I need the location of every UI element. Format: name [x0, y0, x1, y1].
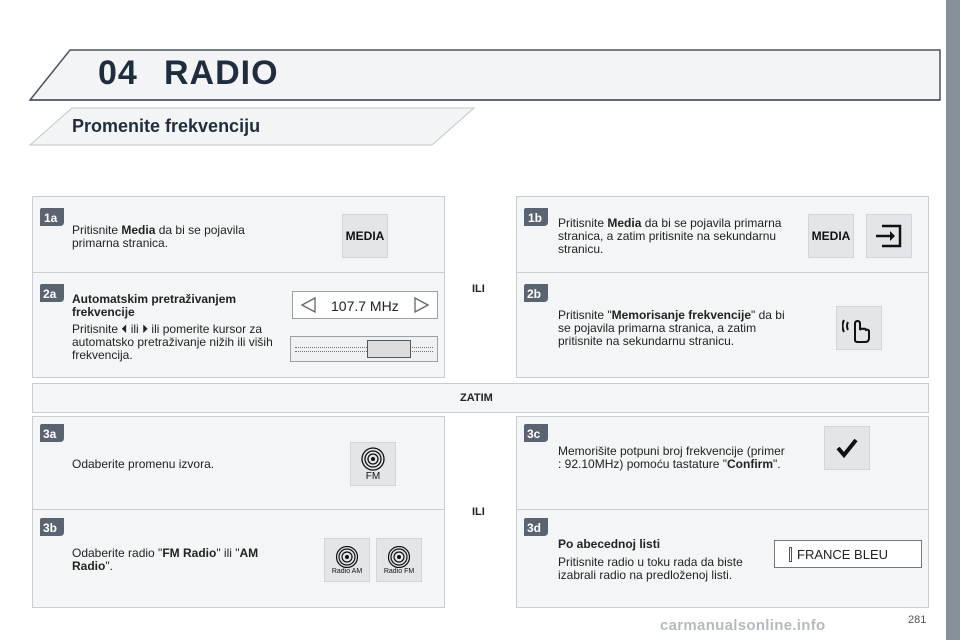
- step-badge-1a: 1a: [38, 206, 66, 228]
- radio-fm-button[interactable]: Radio FM: [376, 538, 422, 582]
- confirm-button[interactable]: [824, 426, 870, 470]
- ili-label-bottom: ILI: [472, 506, 485, 518]
- watermark: carmanualsonline.info: [660, 617, 826, 634]
- station-marker-icon: [789, 547, 792, 562]
- step-badge-1b-label: 1b: [528, 211, 542, 225]
- step-3c-text: Memorišite potpuni broj frekvencije (pri…: [558, 444, 785, 471]
- page-number: 281: [908, 614, 927, 626]
- source-fm-button[interactable]: FM: [350, 442, 396, 486]
- step-badge-1a-label: 1a: [44, 211, 58, 225]
- chapter-number: 04: [98, 54, 138, 92]
- fm-icon-label: FM: [365, 470, 381, 482]
- chapter-header: 04 RADIO: [30, 46, 940, 102]
- step-2a-text: Pritisnite ⏴ ili ⏵ ili pomerite kursor z…: [72, 322, 273, 362]
- frequency-display: 107.7 MHz: [292, 291, 438, 319]
- chapter-title: RADIO: [164, 54, 279, 92]
- slider-cursor[interactable]: [367, 340, 411, 358]
- seek-up-icon[interactable]: [411, 296, 431, 314]
- zatim-label: ZATIM: [460, 392, 493, 404]
- step-badge-3d-label: 3d: [527, 521, 541, 535]
- panel-divider: [516, 272, 929, 273]
- media-button[interactable]: MEDIA: [342, 214, 388, 258]
- slider-track: [295, 347, 433, 352]
- station-name: FRANCE BLEU: [797, 547, 889, 562]
- step-1b-text: Pritisnite Media da bi se pojavila prima…: [558, 216, 782, 256]
- side-bar: [946, 0, 960, 640]
- step-badge-2a: 2a: [38, 282, 66, 304]
- secondary-page-icon: [876, 224, 902, 248]
- step-2a-heading: Automatskim pretraživanjem frekvencije: [72, 292, 237, 319]
- panel-divider: [32, 509, 445, 510]
- step-badge-1b: 1b: [522, 206, 550, 228]
- radio-waves-icon: [388, 545, 410, 568]
- step-badge-3a-label: 3a: [43, 427, 57, 441]
- memorize-frequency-button[interactable]: [836, 306, 882, 350]
- step-badge-2b-label: 2b: [527, 287, 541, 301]
- step-badge-3b-label: 3b: [43, 521, 57, 535]
- step-badge-3c-label: 3c: [527, 427, 541, 441]
- left-arrow-icon: ⏴: [121, 322, 128, 336]
- secondary-page-button[interactable]: [866, 214, 912, 258]
- step-1a-text: Pritisnite Media da bi se pojavila prima…: [72, 223, 245, 250]
- media-button-1b[interactable]: MEDIA: [808, 214, 854, 258]
- step-3d-text: Pritisnite radio u toku rada da biste iz…: [558, 555, 743, 582]
- step-badge-3c: 3c: [522, 422, 550, 444]
- step-badge-2a-label: 2a: [43, 287, 57, 301]
- radio-waves-icon: [361, 446, 385, 471]
- step-3d-heading: Po abecednoj listi: [558, 537, 661, 551]
- step-3a-text: Odaberite promenu izvora.: [72, 457, 215, 471]
- checkmark-icon: [836, 438, 858, 459]
- panel-divider: [32, 272, 445, 273]
- radio-am-button[interactable]: Radio AM: [324, 538, 370, 582]
- step-badge-3a: 3a: [38, 422, 66, 444]
- step-2b-text: Pritisnite "Memorisanje frekvencije" da …: [558, 308, 785, 348]
- radio-waves-icon: [336, 545, 358, 568]
- panel-divider: [516, 509, 929, 510]
- zatim-band: [32, 383, 929, 413]
- seek-down-icon[interactable]: [299, 296, 319, 314]
- right-arrow-icon: ⏵: [142, 322, 149, 336]
- radio-fm-label: Radio FM: [383, 567, 415, 575]
- step-3b-text: Odaberite radio "FM Radio" ili "AM Radio…: [72, 546, 259, 573]
- touch-hand-icon: [842, 319, 870, 343]
- section-title: Promenite frekvenciju: [72, 116, 261, 136]
- frequency-value: 107.7 MHz: [331, 298, 399, 314]
- station-list-item[interactable]: FRANCE BLEU: [774, 540, 922, 568]
- ili-label-top: ILI: [472, 283, 485, 295]
- step-badge-3d: 3d: [522, 516, 550, 538]
- header-decoration: [28, 49, 941, 146]
- frequency-slider[interactable]: [290, 336, 438, 362]
- step-badge-3b: 3b: [38, 516, 66, 538]
- step-badge-2b: 2b: [522, 282, 550, 304]
- radio-am-label: Radio AM: [331, 567, 363, 575]
